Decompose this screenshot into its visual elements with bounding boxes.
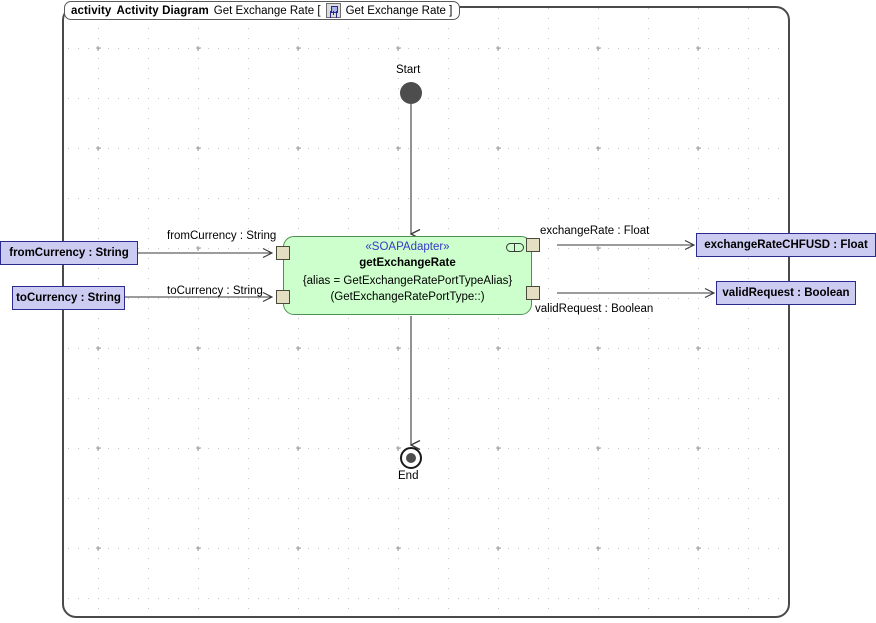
edge-label-tocurrency: toCurrency : String [167,285,263,297]
edge-label-exchangerate: exchangeRate : Float [540,225,650,237]
activity-parameter-fromcurrency[interactable]: fromCurrency : String [0,241,138,265]
input-pin-fromcurrency[interactable] [276,246,290,260]
input-pin-tocurrency[interactable] [276,290,290,304]
frame-name-suffix: Get Exchange Rate ] [345,4,453,17]
param-label: validRequest : Boolean [722,287,850,299]
activity-final-node[interactable] [400,447,422,469]
activity-parameter-validrequest[interactable]: validRequest : Boolean [716,281,856,305]
activity-diagram-icon [325,3,341,18]
action-alias: {alias = GetExchangeRatePortTypeAlias} [302,275,513,287]
end-node-label: End [398,470,419,482]
frame-keyword: activity [71,4,112,17]
action-stereotype: «SOAPAdapter» [365,241,450,253]
frame-name-prefix: Get Exchange Rate [ [213,4,321,17]
activity-parameter-exchangeratechfusd[interactable]: exchangeRateCHFUSD : Float [696,233,876,257]
action-porttype: (GetExchangeRatePortType::) [330,291,485,303]
start-node-label: Start [396,64,421,76]
behavior-rake-icon [506,243,524,252]
edge-label-validrequest: validRequest : Boolean [535,303,654,315]
frame-title-tab[interactable]: activity Activity Diagram Get Exchange R… [64,1,461,20]
param-label: exchangeRateCHFUSD : Float [704,239,868,251]
edge-label-fromcurrency: fromCurrency : String [167,230,277,242]
action-name: getExchangeRate [359,257,456,269]
param-label: fromCurrency : String [9,247,129,259]
action-getexchangerate[interactable]: «SOAPAdapter» getExchangeRate {alias = G… [283,236,532,315]
activity-parameter-tocurrency[interactable]: toCurrency : String [12,286,125,310]
param-label: toCurrency : String [16,292,121,304]
output-pin-validrequest[interactable] [526,286,540,300]
frame-metaclass: Activity Diagram [116,4,209,17]
output-pin-exchangerate[interactable] [526,238,540,252]
initial-node[interactable] [400,82,422,104]
